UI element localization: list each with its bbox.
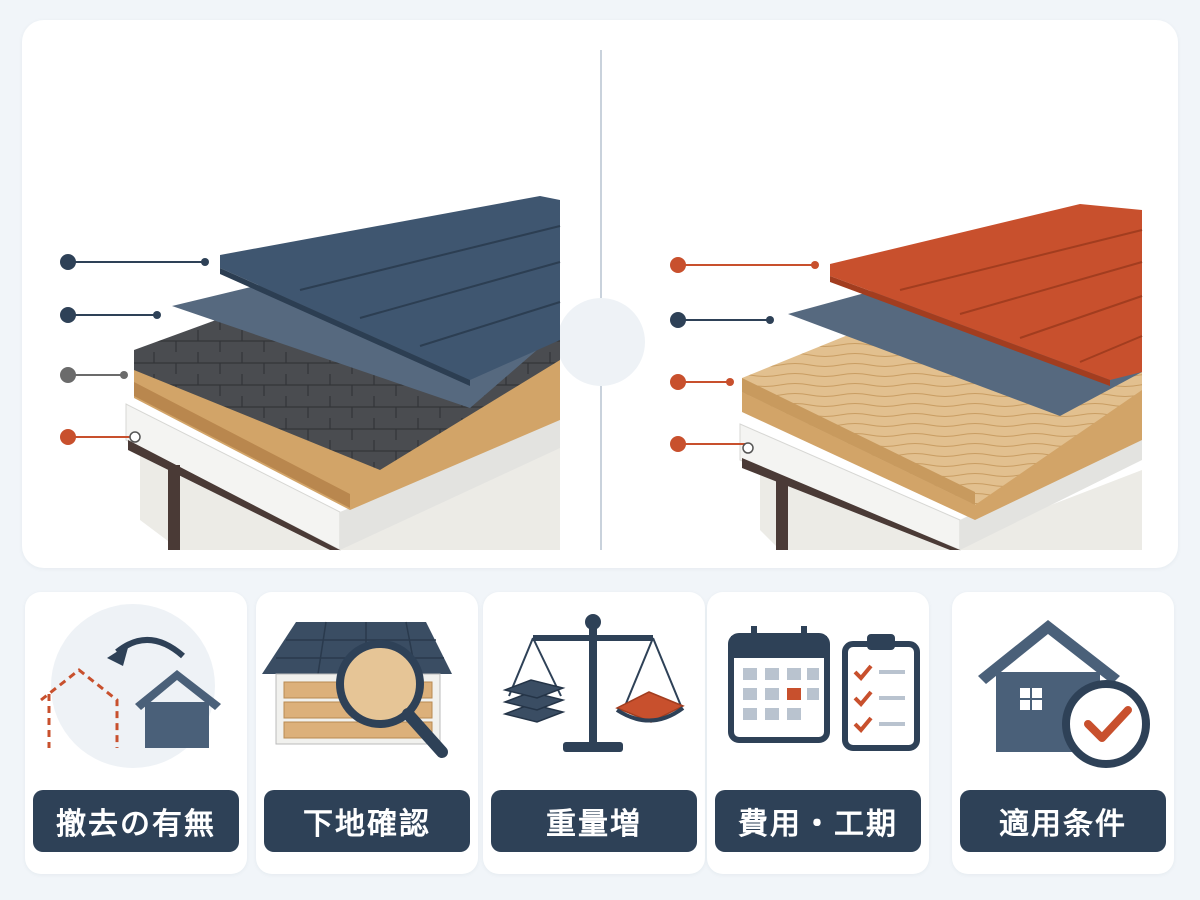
card-label-cost-schedule: 費用・工期 bbox=[715, 790, 921, 852]
calendar-checklist-icon bbox=[728, 626, 920, 751]
house-check-icon bbox=[978, 620, 1150, 768]
card-label-weight: 重量増 bbox=[491, 790, 697, 852]
card-label-removal: 撤去の有無 bbox=[33, 790, 239, 852]
left-layer-markers bbox=[60, 254, 209, 445]
card-label-applicability: 適用条件 bbox=[960, 790, 1166, 852]
card-weight: 重量増 bbox=[483, 592, 705, 874]
left-roof-illustration bbox=[125, 196, 561, 551]
roof-comparison-diagram bbox=[60, 50, 1143, 551]
divider-circle bbox=[557, 298, 645, 386]
card-applicability: 適用条件 bbox=[952, 592, 1174, 874]
card-substrate: 下地確認 bbox=[256, 592, 478, 874]
house-removal-arrow-icon bbox=[40, 604, 221, 768]
roof-magnifier-icon bbox=[262, 621, 452, 758]
right-layer-markers bbox=[670, 257, 819, 454]
right-roof-illustration bbox=[739, 204, 1143, 551]
roof-comparison-panel bbox=[22, 20, 1178, 568]
card-label-substrate: 下地確認 bbox=[264, 790, 470, 852]
card-cost-schedule: 費用・工期 bbox=[707, 592, 929, 874]
card-removal: 撤去の有無 bbox=[25, 592, 247, 874]
balance-scale-icon bbox=[502, 614, 685, 752]
